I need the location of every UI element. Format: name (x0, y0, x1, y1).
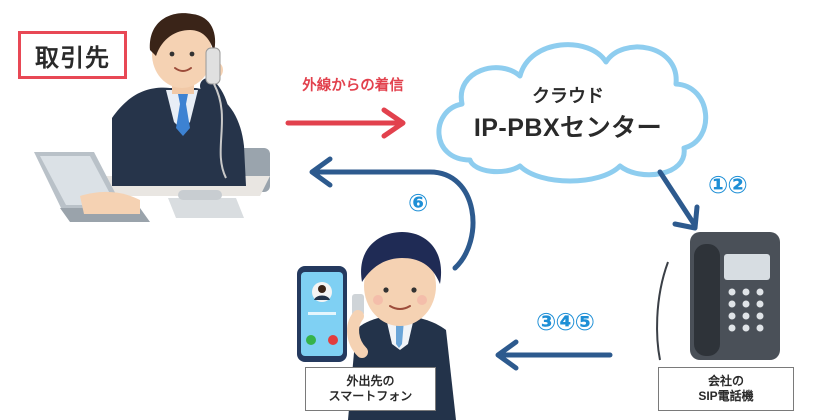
smartphone-icon (297, 266, 347, 362)
step-label-1-2: ①② (708, 172, 748, 199)
client-label: 取引先 (18, 31, 127, 79)
cloud-icon (436, 42, 709, 184)
sip-phone-icon (656, 232, 780, 361)
incoming-call-label: 外線からの着信 (302, 78, 404, 94)
smartphone-caption-line2: スマートフォン (328, 389, 413, 403)
smartphone-caption-line1: 外出先の (346, 374, 395, 388)
return-arrow (309, 156, 476, 271)
sip-phone-caption: 会社の SIP電話機 (658, 367, 794, 411)
incoming-arrow (285, 107, 406, 139)
cloud-to-sip-arrow (657, 169, 700, 231)
step-label-3-4-5: ③④⑤ (536, 309, 595, 336)
sip-to-smartphone-arrow (495, 339, 613, 371)
businessman-illustration (34, 13, 270, 222)
step-label-6: ⑥ (408, 190, 428, 217)
cloud-label-line2: IP-PBXセンター (473, 114, 663, 142)
sip-caption-line1: 会社の (707, 374, 744, 388)
smartphone-caption: 外出先の スマートフォン (305, 367, 436, 411)
sip-caption-line2: SIP電話機 (698, 389, 754, 403)
cloud-label-line1: クラウド (532, 86, 604, 106)
